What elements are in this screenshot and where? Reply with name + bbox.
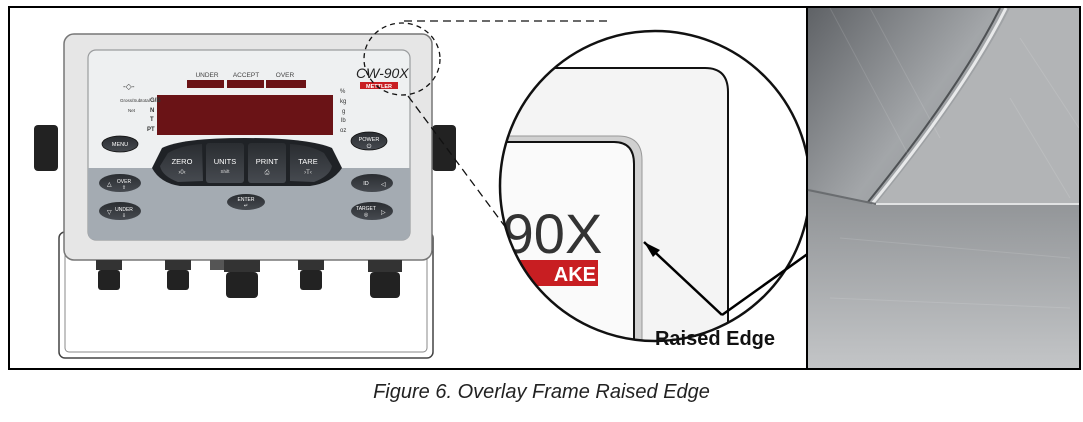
figure-illustration: UNDER ACCEPT OVER -◇- Gross/Subtotal G/B… — [34, 8, 1079, 368]
under-key[interactable]: ▽ UNDER ⇩ — [99, 202, 141, 220]
right-knob — [432, 125, 456, 171]
enter-icon: ↵ — [244, 203, 248, 209]
annunciator-net-label: Net — [128, 108, 136, 113]
tare-icon: ›T‹ — [304, 170, 312, 176]
id-key[interactable]: ID ◁ — [351, 174, 393, 192]
raised-edge-label: Raised Edge — [655, 328, 775, 350]
menu-key-label: MENU — [112, 142, 128, 148]
print-key[interactable]: PRINT ⎙ — [248, 143, 286, 183]
target-key-label: TARGET — [356, 206, 376, 212]
steel-photo — [807, 8, 1079, 368]
down-triangle-icon: ▽ — [107, 210, 112, 216]
main-keys: ZERO ›0‹ UNITS Shift PRINT ⎙ TARE ›T‹ — [152, 138, 342, 186]
center-zero-icon: -◇- — [123, 82, 135, 91]
over-arrow-icon: ⇧ — [122, 185, 126, 191]
weight-display — [157, 95, 333, 135]
left-triangle-icon: ◁ — [381, 182, 386, 188]
zoom-detail: -90X AKE — [498, 29, 812, 343]
print-icon: ⎙ — [265, 169, 270, 176]
over-key-label: OVER — [117, 179, 132, 185]
light-label-over: OVER — [276, 72, 295, 79]
units-key-sublabel: Shift — [220, 169, 230, 174]
power-key[interactable]: POWER ⏻ — [350, 131, 388, 151]
under-key-label: UNDER — [115, 207, 133, 213]
annunciator-g: g — [342, 109, 345, 115]
units-key-label: UNITS — [214, 157, 237, 166]
accept-light — [227, 80, 264, 88]
up-triangle-icon: △ — [107, 182, 112, 188]
arrow-head-left-icon — [644, 242, 660, 257]
annunciator-oz: oz — [340, 128, 346, 134]
menu-key[interactable]: MENU — [101, 135, 139, 153]
over-light — [266, 80, 306, 88]
power-key-label: POWER — [359, 137, 380, 143]
light-label-accept: ACCEPT — [233, 72, 259, 79]
annunciator-gb: G/B — [150, 98, 161, 104]
enter-key-label: ENTER — [238, 197, 255, 203]
annunciator-kg: kg — [340, 99, 346, 105]
target-key[interactable]: TARGET ◎ ▷ — [351, 202, 393, 220]
annunciator-gross: Gross/Subtotal — [120, 98, 150, 103]
detail-highlight-circle — [363, 22, 441, 96]
light-label-under: UNDER — [195, 72, 218, 79]
zero-icon: ›0‹ — [178, 170, 185, 176]
zero-key[interactable]: ZERO ›0‹ — [160, 144, 203, 182]
figure-frame: UNDER ACCEPT OVER -◇- Gross/Subtotal G/B… — [8, 6, 1081, 370]
left-knob — [34, 125, 58, 171]
tare-key-label: TARE — [298, 157, 317, 166]
over-key[interactable]: △ OVER ⇧ — [99, 174, 141, 192]
target-icon: ◎ — [364, 212, 369, 218]
zero-key-label: ZERO — [172, 157, 193, 166]
zoom-brand-text: AKE — [554, 264, 596, 286]
figure-caption: Figure 6. Overlay Frame Raised Edge — [373, 381, 710, 403]
power-icon: ⏻ — [367, 143, 372, 150]
leader-line-bottom — [407, 95, 539, 272]
cable-glands — [96, 260, 402, 298]
terminal-device: UNDER ACCEPT OVER -◇- Gross/Subtotal G/B… — [34, 22, 456, 359]
annunciator-lb: lb — [341, 118, 346, 124]
under-light — [187, 80, 224, 88]
annunciator-n: N — [150, 108, 154, 114]
enter-key[interactable]: ENTER ↵ — [227, 194, 265, 210]
units-key[interactable]: UNITS Shift — [206, 143, 244, 183]
id-key-label: ID — [363, 181, 369, 187]
annunciator-t: T — [150, 117, 154, 123]
annunciator-percent: % — [340, 89, 346, 95]
under-arrow-icon: ⇩ — [122, 213, 126, 219]
print-key-label: PRINT — [256, 157, 279, 166]
annunciator-pt: PT — [147, 127, 155, 133]
tare-key[interactable]: TARE ›T‹ — [290, 144, 332, 182]
logo-text: CW-90X — [356, 65, 409, 81]
right-triangle-icon: ▷ — [381, 210, 386, 216]
